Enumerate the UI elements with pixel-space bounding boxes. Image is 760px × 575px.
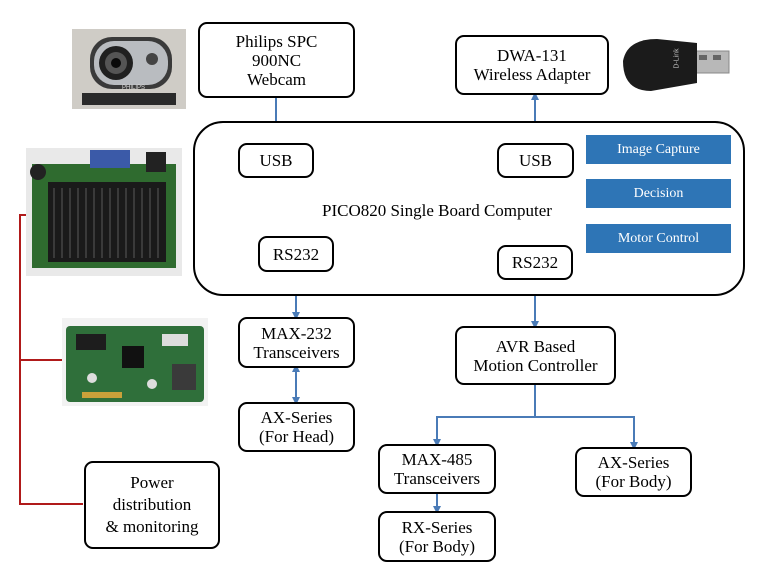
rs232-left-box: RS232 [258,236,334,272]
usb-left-box: USB [238,143,314,178]
pipeline-image-capture: Image Capture [586,135,731,164]
avr-controller-box: AVR Based Motion Controller [455,326,616,385]
webcam-box: Philips SPC 900NC Webcam [198,22,355,98]
avr-axbody-line [535,416,638,450]
pipeline-motor-control: Motor Control [586,224,731,253]
pipeline-decision: Decision [586,179,731,208]
webcam-brand: PHILIPS [122,85,146,91]
controller-board-photo [62,318,208,406]
max485-box: MAX-485 Transceivers [378,444,496,494]
avr-split-line [433,385,536,447]
rx-body-box: RX-Series (For Body) [378,511,496,562]
ax-body-box: AX-Series (For Body) [575,447,692,497]
board-label: PICO820 Single Board Computer [322,201,552,220]
rs232-right-box: RS232 [497,245,573,280]
pico-board-photo [26,148,182,276]
wireless-adapter-box: DWA-131 Wireless Adapter [455,35,609,95]
usb-right-box: USB [497,143,574,178]
adapter-brand: D-Link [673,48,681,69]
max232-box: MAX-232 Transceivers [238,317,355,368]
webcam-photo: PHILIPS [72,29,186,109]
ax-head-box: AX-Series (For Head) [238,402,355,452]
wireless-adapter-photo: D-Link [617,33,735,103]
power-distribution-box: Power distribution & monitoring [84,461,220,549]
